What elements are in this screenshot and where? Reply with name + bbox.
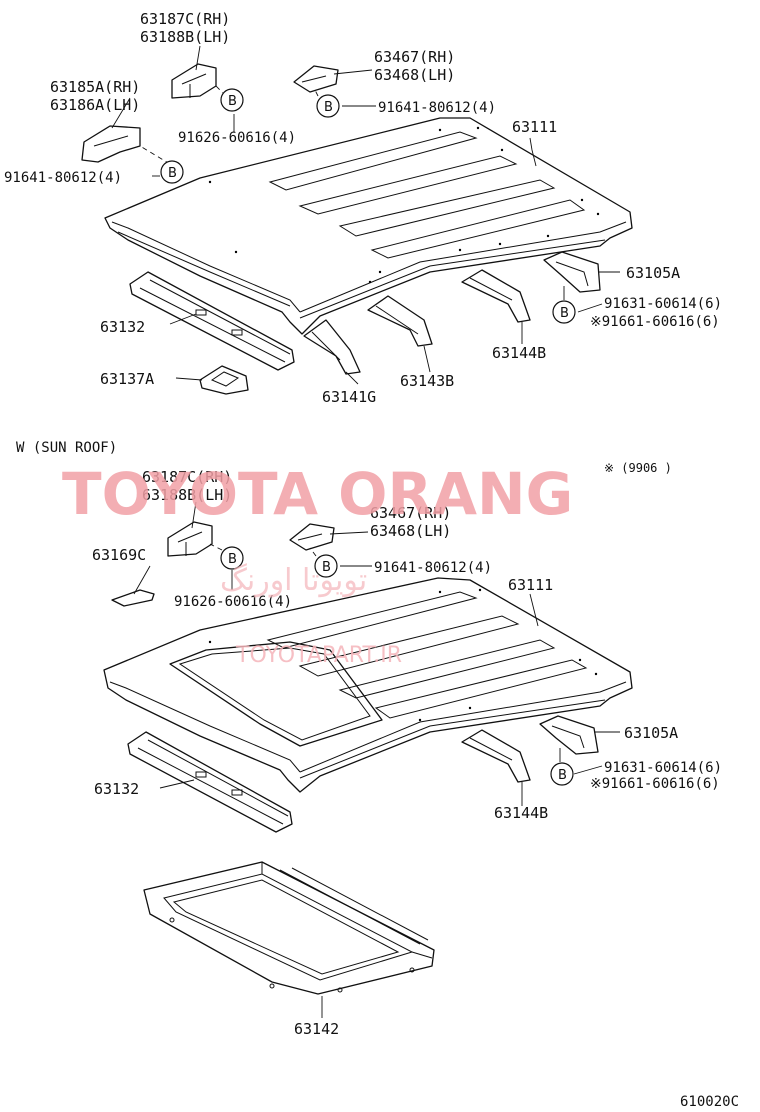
bolt-symbol: B: [322, 560, 331, 575]
bolt-symbol: B: [168, 166, 177, 181]
bracket-63187c-bottom: [167, 521, 213, 557]
bracket-63467-bottom: [289, 523, 335, 551]
label-63132: 63132: [100, 318, 145, 336]
bracket-63187c-top: [171, 63, 217, 99]
roof-bow-63144b-top: [461, 269, 531, 323]
label-63186a: 63186A(LH): [50, 96, 140, 114]
label-63137a: 63137A: [100, 370, 154, 388]
label-63143b: 63143B: [400, 372, 454, 390]
bottom-section: B B B 63187C(RH) 63188B(LH) 63169C 63467…: [92, 468, 722, 1038]
bolt-symbol: B: [228, 94, 237, 109]
bolt-marker: [552, 300, 576, 324]
bracket-63169c: [111, 589, 155, 607]
bolt-symbol: B: [228, 552, 237, 567]
label-63144b: 63144B: [492, 344, 546, 362]
bracket-63105a-top: [543, 251, 601, 293]
bolt-marker: [220, 546, 244, 570]
diagram-code: 610020C: [680, 1094, 739, 1110]
label-63142: 63142: [294, 1020, 339, 1038]
bracket-63185a-top: [81, 125, 141, 163]
bracket-63137a: [199, 365, 249, 395]
label-63188b: 63188B(LH): [140, 28, 230, 46]
label-63468: 63468(LH): [370, 522, 451, 540]
watermark-site: TOYOTAPART.IR: [235, 643, 402, 668]
label-63132: 63132: [94, 780, 139, 798]
bolt-symbol: B: [560, 306, 569, 321]
roof-panel-sunroof: [103, 577, 633, 793]
label-91631-60614: 91631-60614(6): [604, 296, 722, 312]
bolt-marker: [316, 94, 340, 118]
label-63169c: 63169C: [92, 546, 146, 564]
label-63467: 63467(RH): [374, 48, 455, 66]
sunroof-frame-63142: [143, 861, 435, 995]
watermark-brand-fa: تویوتا اورنگ: [220, 563, 367, 598]
label-63105a: 63105A: [626, 264, 680, 282]
label-91661-60616: ※91661-60616(6): [590, 776, 720, 792]
date-note: ※ (9906 ): [604, 461, 672, 475]
label-63105a: 63105A: [624, 724, 678, 742]
bolt-symbol: B: [324, 100, 333, 115]
label-63111: 63111: [508, 576, 553, 594]
bolt-symbol: B: [558, 768, 567, 783]
watermark-brand: TOYOTA ORANG: [62, 460, 573, 528]
roof-bow-63144b-bottom: [461, 729, 531, 783]
bolt-marker: [220, 88, 244, 112]
bolt-marker: [314, 554, 338, 578]
label-63187c: 63187C(RH): [142, 468, 232, 486]
label-63141g: 63141G: [322, 388, 376, 406]
front-header-63132-bottom: [127, 731, 293, 833]
label-91641-80612: 91641-80612(4): [378, 100, 496, 116]
label-63144b: 63144B: [494, 804, 548, 822]
roof-bow-63143b: [367, 295, 433, 347]
label-91626-60616: 91626-60616(4): [178, 130, 296, 146]
bolt-marker: [160, 160, 184, 184]
bolt-marker: [550, 762, 574, 786]
section-note: W (SUN ROOF): [16, 440, 117, 456]
label-63185a: 63185A(RH): [50, 78, 140, 96]
label-63468: 63468(LH): [374, 66, 455, 84]
roof-panel-top: [104, 117, 633, 335]
top-section: B B B B 63187C(RH) 63188B(LH) 63185A(RH)…: [4, 10, 722, 406]
label-91641-80612-left: 91641-80612(4): [4, 170, 122, 186]
label-91626-60616: 91626-60616(4): [174, 594, 292, 610]
label-63467: 63467(RH): [370, 504, 451, 522]
bracket-63467-top: [293, 65, 339, 93]
label-63188b: 63188B(LH): [142, 486, 232, 504]
label-63187c: 63187C(RH): [140, 10, 230, 28]
front-header-63132-top: [129, 271, 295, 371]
roof-bow-63141g: [303, 319, 361, 375]
watermark: TOYOTA ORANG تویوتا اورنگ TOYOTAPART.IR: [62, 460, 573, 668]
label-91641-80612: 91641-80612(4): [374, 560, 492, 576]
label-91631-60614: 91631-60614(6): [604, 760, 722, 776]
label-91661-60616: ※91661-60616(6): [590, 314, 720, 330]
bracket-63105a-bottom: [539, 715, 599, 755]
label-63111: 63111: [512, 118, 557, 136]
